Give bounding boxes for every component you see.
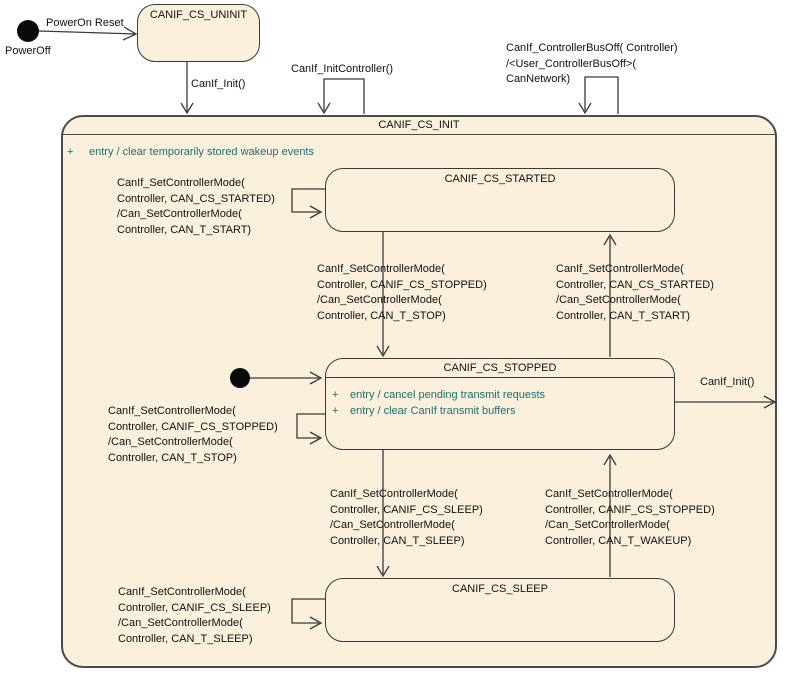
poweroff-label: PowerOff <box>5 45 51 57</box>
state-title: CANIF_CS_SLEEP <box>452 583 548 595</box>
transition-label-started-to-stopped: CanIf_SetControllerMode( Controller, CAN… <box>317 263 487 322</box>
transition-label-controllerbusoff: CanIf_ControllerBusOff( Controller) /<Us… <box>506 42 678 85</box>
state-canif-cs-sleep: CANIF_CS_SLEEP <box>325 578 675 642</box>
entry-action: + entry / cancel pending transmit reques… <box>332 387 545 403</box>
transition-label-stopped-to-started: CanIf_SetControllerMode( Controller, CAN… <box>556 263 714 322</box>
transition-label-started-self: CanIf_SetControllerMode( Controller, CAN… <box>117 177 275 236</box>
transition-label-initcontroller: CanIf_InitController() <box>291 63 394 75</box>
transition-label-stopped-self: CanIf_SetControllerMode( Controller, CAN… <box>108 405 278 464</box>
transition-label-sleep-self: CanIf_SetControllerMode( Controller, CAN… <box>118 586 271 645</box>
entry-action: + entry / clear CanIf transmit buffers <box>332 403 515 419</box>
initial-state-dot-poweroff <box>17 20 39 42</box>
state-canif-cs-uninit: CANIF_CS_UNINIT <box>137 4 260 62</box>
state-title: CANIF_CS_UNINIT <box>149 9 248 21</box>
transition-label-stopped-exit-init: CanIf_Init() <box>700 376 755 388</box>
state-title: CANIF_CS_INIT <box>63 117 775 135</box>
state-title: CANIF_CS_STOPPED <box>326 359 674 378</box>
plus-icon: + <box>332 389 339 401</box>
plus-icon: + <box>67 146 74 158</box>
arrow-self-initcontroller <box>317 78 365 115</box>
state-canif-cs-stopped: CANIF_CS_STOPPED + entry / cancel pendin… <box>325 358 675 450</box>
state-title: CANIF_CS_STARTED <box>444 173 556 185</box>
transition-label-stopped-to-sleep: CanIf_SetControllerMode( Controller, CAN… <box>330 488 483 547</box>
transition-label-poweron-reset: PowerOn Reset <box>46 17 124 29</box>
entry-action-text: entry / clear temporarily stored wakeup … <box>89 146 314 158</box>
entry-action-text: entry / cancel pending transmit requests <box>350 389 546 401</box>
state-canif-cs-started: CANIF_CS_STARTED <box>325 168 675 232</box>
transition-label-sleep-to-stopped: CanIf_SetControllerMode( Controller, CAN… <box>545 488 715 547</box>
transition-label-canif-init: CanIf_Init() <box>191 78 246 90</box>
entry-action: + entry / clear temporarily stored wakeu… <box>67 144 314 160</box>
plus-icon: + <box>332 405 339 417</box>
entry-action-text: entry / clear CanIf transmit buffers <box>350 405 516 417</box>
